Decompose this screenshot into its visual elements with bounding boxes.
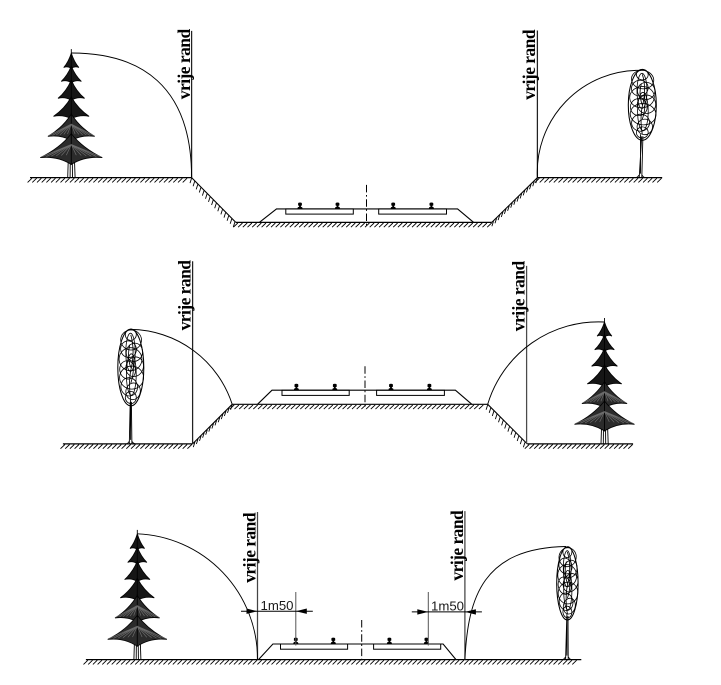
svg-text:vrije rand: vrije rand [174, 29, 194, 100]
svg-text:1m50: 1m50 [431, 599, 464, 614]
svg-text:vrije rand: vrije rand [175, 260, 195, 331]
svg-text:vrije rand: vrije rand [509, 261, 529, 332]
svg-text:vrije rand: vrije rand [447, 510, 467, 581]
svg-text:1m50: 1m50 [261, 598, 294, 613]
svg-text:vrije rand: vrije rand [240, 512, 260, 583]
svg-text:vrije rand: vrije rand [519, 29, 539, 100]
